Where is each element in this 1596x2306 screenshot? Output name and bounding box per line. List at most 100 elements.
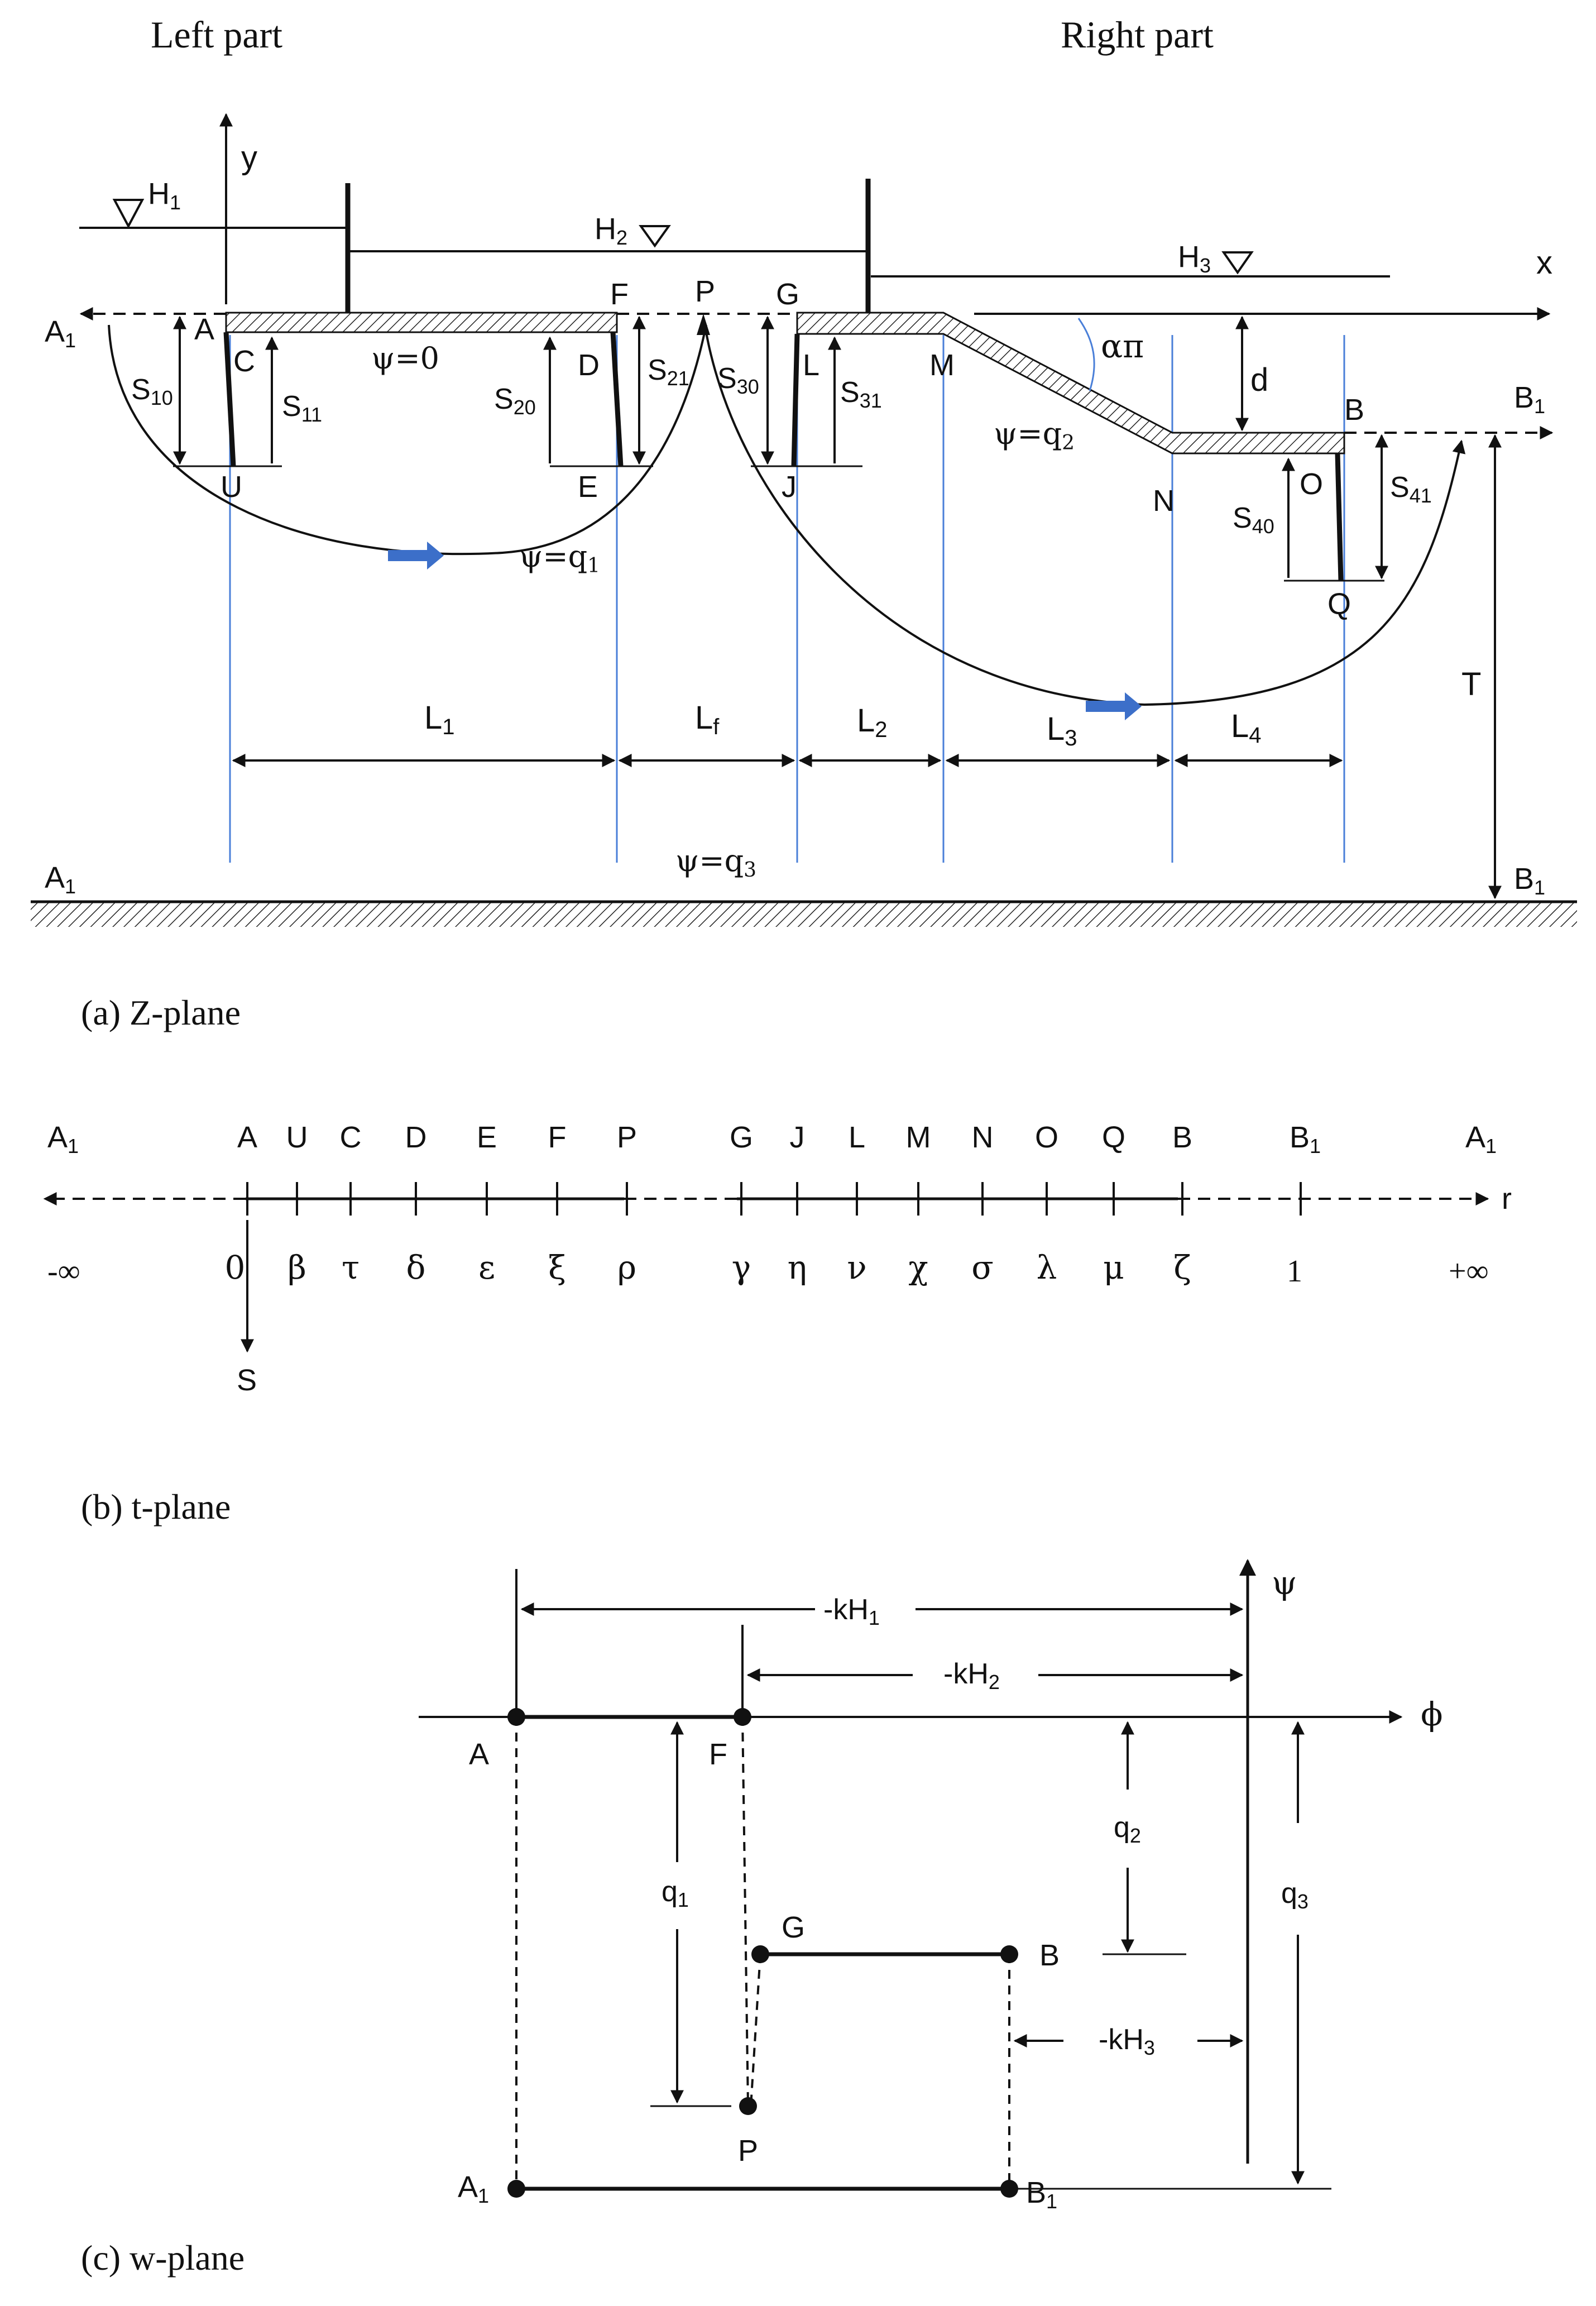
svg-text:A1: A1	[45, 315, 76, 352]
svg-text:E: E	[578, 470, 598, 504]
s-axis-label: S	[237, 1363, 257, 1397]
t-plus-inf: +∞	[1449, 1254, 1489, 1289]
svg-text:O: O	[1300, 467, 1323, 501]
cutoff-u	[223, 332, 236, 467]
cutoff-j	[791, 333, 800, 467]
svg-text:P: P	[738, 2134, 758, 2168]
t-tick-label-top: C	[340, 1121, 362, 1154]
streamline-q1	[108, 324, 707, 556]
z-plane: Left part Right part y H1 H2	[31, 13, 1577, 1032]
t-tick-label-bottom: 0	[225, 1248, 246, 1286]
t-tick-label-top: E	[477, 1121, 497, 1154]
svg-text:H1: H1	[148, 177, 181, 214]
t-tick-label-top: J	[790, 1121, 805, 1154]
w-point-labels: A F G B P A1 B1	[458, 1738, 1060, 2213]
psi-labels: ψ=0 ψ=q1 ψ=q2 ψ=q3	[371, 341, 1075, 882]
t-label-b1: B1	[1290, 1121, 1321, 1157]
svg-text:L3: L3	[1047, 711, 1077, 750]
s-labels: S10 S11 S20 S21 S30 S31 S40 S41	[131, 354, 1432, 538]
r-axis-label: r	[1502, 1182, 1512, 1216]
svg-text:S30: S30	[717, 362, 759, 398]
svg-text:-kH3: -kH3	[1099, 2023, 1155, 2059]
svg-text:D: D	[578, 348, 600, 382]
svg-text:S31: S31	[840, 376, 882, 412]
t-label-a1-left: A1	[47, 1121, 79, 1157]
t-tick-label-bottom: β	[287, 1248, 306, 1286]
w-points	[507, 1708, 1018, 2198]
cutoff-e	[610, 332, 624, 467]
svg-text:U: U	[221, 470, 242, 504]
t-minus-inf: -∞	[47, 1254, 80, 1289]
t-tick-label-bottom: ν	[847, 1248, 866, 1286]
flow-arrow-right	[1086, 692, 1142, 720]
t-tick-label-bottom: ρ	[617, 1248, 636, 1286]
svg-text:S10: S10	[131, 374, 173, 409]
svg-text:Q: Q	[1327, 587, 1351, 621]
t-tick-label-top: D	[405, 1121, 427, 1154]
caption-w-plane: (c) w-plane	[81, 2238, 245, 2278]
svg-text:C: C	[233, 345, 255, 378]
t-tick-label-bottom: γ	[732, 1248, 751, 1286]
t-tick-label-bottom: σ	[971, 1248, 994, 1286]
svg-text:ψ=q3: ψ=q3	[675, 843, 756, 882]
t-tick-label-bottom: μ	[1103, 1248, 1124, 1286]
svg-text:G: G	[776, 278, 799, 311]
svg-text:G: G	[782, 1911, 805, 1944]
svg-text:H2: H2	[595, 212, 627, 249]
svg-text:A1: A1	[458, 2170, 489, 2207]
caption-z-plane: (a) Z-plane	[81, 993, 241, 1032]
svg-text:M: M	[929, 348, 955, 382]
alpha-pi-label: απ	[1101, 327, 1144, 365]
svg-text:A: A	[194, 313, 214, 346]
t-tick-label-top: M	[906, 1121, 931, 1154]
svg-text:S21: S21	[648, 354, 689, 390]
t-tick-label-bottom: δ	[406, 1248, 426, 1286]
t-tick-label-bottom: ζ	[1173, 1248, 1191, 1286]
guide-lines	[229, 335, 1345, 863]
svg-text:S20: S20	[494, 383, 536, 419]
w-dimension-labels: -kH1 -kH2 -kH3 q1 q2 q3	[662, 1594, 1309, 2059]
svg-text:A1: A1	[45, 861, 76, 898]
svg-text:q3: q3	[1281, 1877, 1309, 1913]
t-one: 1	[1287, 1254, 1302, 1289]
w-dimensions	[520, 1602, 1305, 2185]
t-tick-label-top: O	[1035, 1121, 1058, 1154]
t-tick-label-bottom: η	[788, 1248, 807, 1286]
impervious-base	[31, 900, 1577, 927]
svg-text:B1: B1	[1514, 381, 1545, 418]
svg-text:ψ=0: ψ=0	[371, 341, 439, 376]
svg-text:L: L	[803, 348, 819, 382]
svg-text:ψ=q1: ψ=q1	[519, 539, 600, 577]
svg-text:N: N	[1153, 484, 1175, 518]
d-label: d	[1250, 362, 1268, 398]
svg-text:B: B	[1039, 1939, 1060, 1972]
t-tick-label-top: N	[972, 1121, 994, 1154]
t-tick-label-top: G	[730, 1121, 753, 1154]
y-axis-label: y	[241, 140, 257, 176]
svg-text:-kH1: -kH1	[823, 1594, 880, 1629]
water-level-h3: H3	[871, 240, 1390, 278]
svg-text:F: F	[610, 278, 629, 311]
t-tick-label-top: U	[286, 1121, 308, 1154]
caption-t-plane: (b) t-plane	[81, 1487, 231, 1527]
t-tick-label-bottom: ε	[478, 1248, 495, 1286]
svg-text:S40: S40	[1233, 502, 1274, 538]
svg-text:S41: S41	[1390, 471, 1432, 507]
svg-text:A: A	[469, 1738, 489, 1771]
svg-text:q2: q2	[1114, 1811, 1141, 1847]
left-part-title: Left part	[151, 13, 282, 56]
streamline-tip-p	[697, 314, 710, 335]
right-part-title: Right part	[1061, 13, 1214, 56]
svg-text:-kH2: -kH2	[943, 1658, 1000, 1693]
t-tick-label-top: L	[849, 1121, 865, 1154]
alpha-pi-arc	[1077, 318, 1095, 391]
svg-text:L4: L4	[1231, 708, 1262, 748]
svg-text:ψ=q2: ψ=q2	[994, 416, 1075, 454]
l-dimensions: L1 Lf L2 L3 L4	[232, 700, 1343, 767]
t-tick-label-bottom: λ	[1037, 1248, 1057, 1286]
t-tick-label-top: Q	[1102, 1121, 1125, 1154]
svg-text:B1: B1	[1514, 862, 1545, 899]
